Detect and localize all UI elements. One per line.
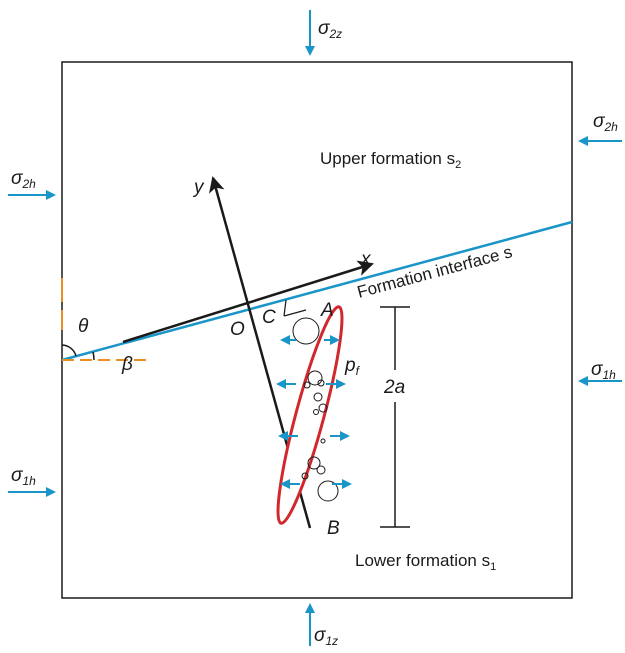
upper-formation-label: Upper formation s2 <box>320 149 461 171</box>
half-length-dimension <box>380 306 410 528</box>
beta-arc <box>92 351 95 361</box>
bubble <box>318 403 328 413</box>
bubble <box>307 370 323 386</box>
length-label: 2a <box>383 377 405 398</box>
origin-label: O <box>230 319 245 340</box>
stress-label-bottom: σ1z <box>314 625 338 648</box>
formation-interface-line <box>61 220 573 362</box>
stress-label-right-upper: σ2h <box>593 111 618 134</box>
formation-interface-label: Formation interface s <box>355 242 514 302</box>
theta-arc <box>61 344 77 357</box>
bubble <box>320 438 326 444</box>
stress-label-left-upper: σ2h <box>11 168 36 191</box>
rock-block-border <box>61 61 573 599</box>
beta-label: β <box>121 354 133 375</box>
fracture-ellipse <box>276 305 344 525</box>
lower-formation-label: Lower formation s1 <box>355 551 496 573</box>
point-c-label: C <box>262 307 276 328</box>
bubble <box>303 381 311 389</box>
stress-label-top: σ2z <box>318 18 342 41</box>
theta-label: θ <box>78 316 89 337</box>
bubble <box>316 465 326 475</box>
y-axis-label: y <box>192 177 205 198</box>
c-offset-tick <box>283 309 307 317</box>
bubble <box>317 480 339 502</box>
stress-label-left-lower: σ1h <box>11 465 36 488</box>
hydraulic-fracture <box>276 305 344 525</box>
bubble <box>307 456 321 470</box>
pressure-label: pf <box>344 355 361 378</box>
bubble <box>317 379 325 387</box>
x-axis-label: x <box>360 249 372 270</box>
c-offset-line <box>283 299 287 317</box>
stress-label-right-lower: σ1h <box>591 359 616 382</box>
point-a-label: A <box>320 300 334 321</box>
bubble <box>313 392 323 402</box>
bubble <box>313 409 319 415</box>
fluid-pressure-arrows <box>276 335 352 489</box>
bubble <box>301 472 309 480</box>
point-b-label: B <box>327 518 340 539</box>
bubble <box>292 317 320 345</box>
